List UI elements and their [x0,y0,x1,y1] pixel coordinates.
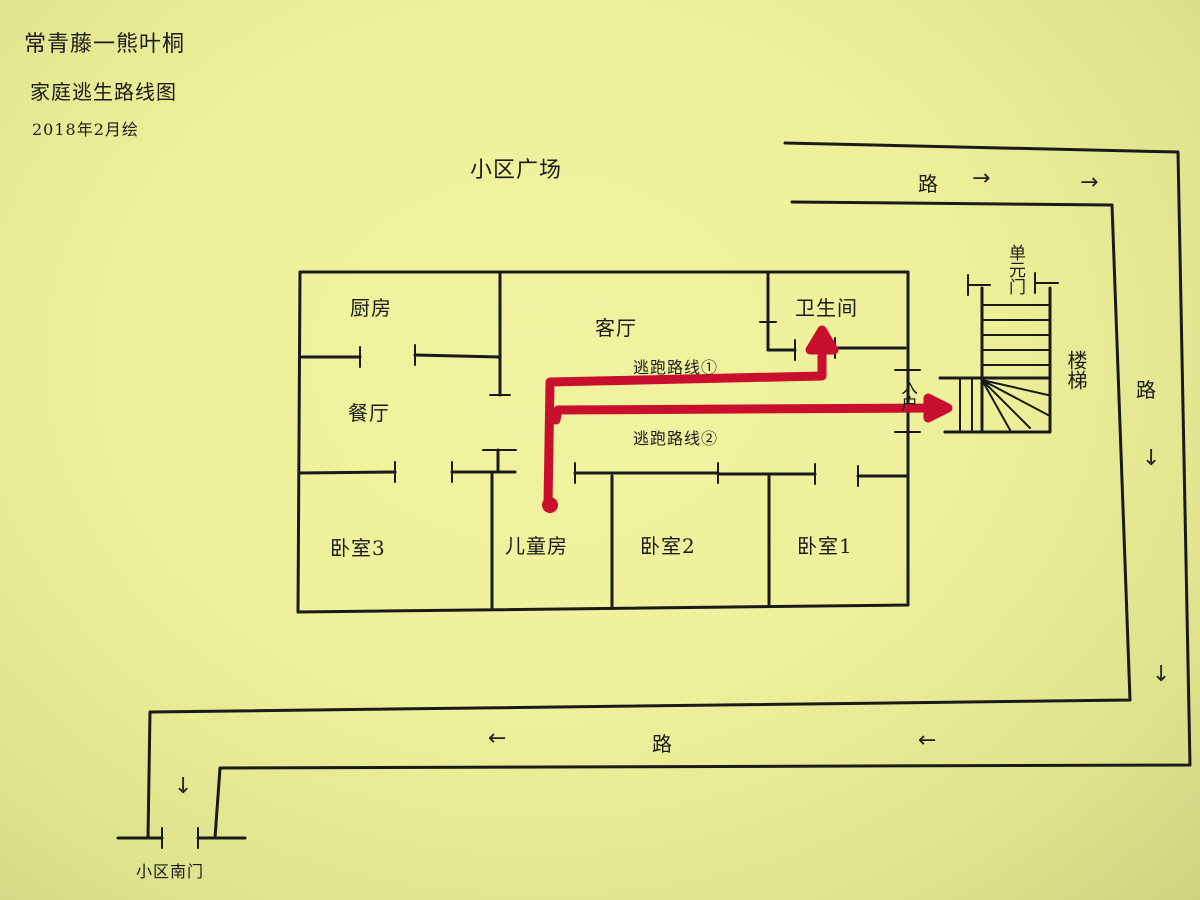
room-bathroom: 卫生间 [795,296,858,320]
road-arrow-right-2: → [1080,170,1099,195]
road-label-top: 路 [918,172,939,196]
road-arrow-down-2: ↓ [1152,662,1171,687]
room-living: 客厅 [595,316,637,340]
road-lines [116,141,1192,849]
route1-label: 逃跑路线① [633,358,719,377]
road-arrow-left-1: ← [918,728,937,753]
room-bedroom1: 卧室1 [797,534,853,558]
room-kitchen: 厨房 [350,296,392,320]
road-label-right: 路 [1136,378,1157,402]
escape-route-2-arrowhead [923,393,953,423]
entrance-label: 入户 [897,378,917,412]
road-arrow-down-1: ↓ [1142,446,1161,471]
header-line2: 家庭逃生路线图 [30,80,177,104]
room-dining: 餐厅 [348,401,390,425]
plaza-label: 小区广场 [470,158,563,183]
header-line1: 常青藤一熊叶桐 [24,32,186,57]
south-gate-label: 小区南门 [136,862,205,881]
house-outline [296,270,910,614]
road-arrow-right-1: → [972,166,991,191]
escape-routes [542,325,953,513]
room-bedroom2: 卧室2 [640,534,696,558]
room-kids: 儿童房 [505,534,568,558]
road-arrow-down-3: ↓ [174,774,193,799]
route-start-dot [542,497,558,513]
escape-route-1-arrowhead [805,325,839,355]
unit-door-label: 单元门 [1005,244,1025,295]
road-arrow-left-2: ← [488,726,507,751]
escape-route-2-path [551,403,940,425]
header-line3: 2018年2月绘 [32,120,139,139]
room-bedroom3: 卧室3 [330,536,386,560]
route2-label: 逃跑路线② [633,429,719,448]
stairwell [938,272,1059,434]
road-label-bottom: 路 [652,732,673,756]
stairs-label: 楼梯 [1064,350,1088,390]
escape-route-1-path [543,335,827,510]
